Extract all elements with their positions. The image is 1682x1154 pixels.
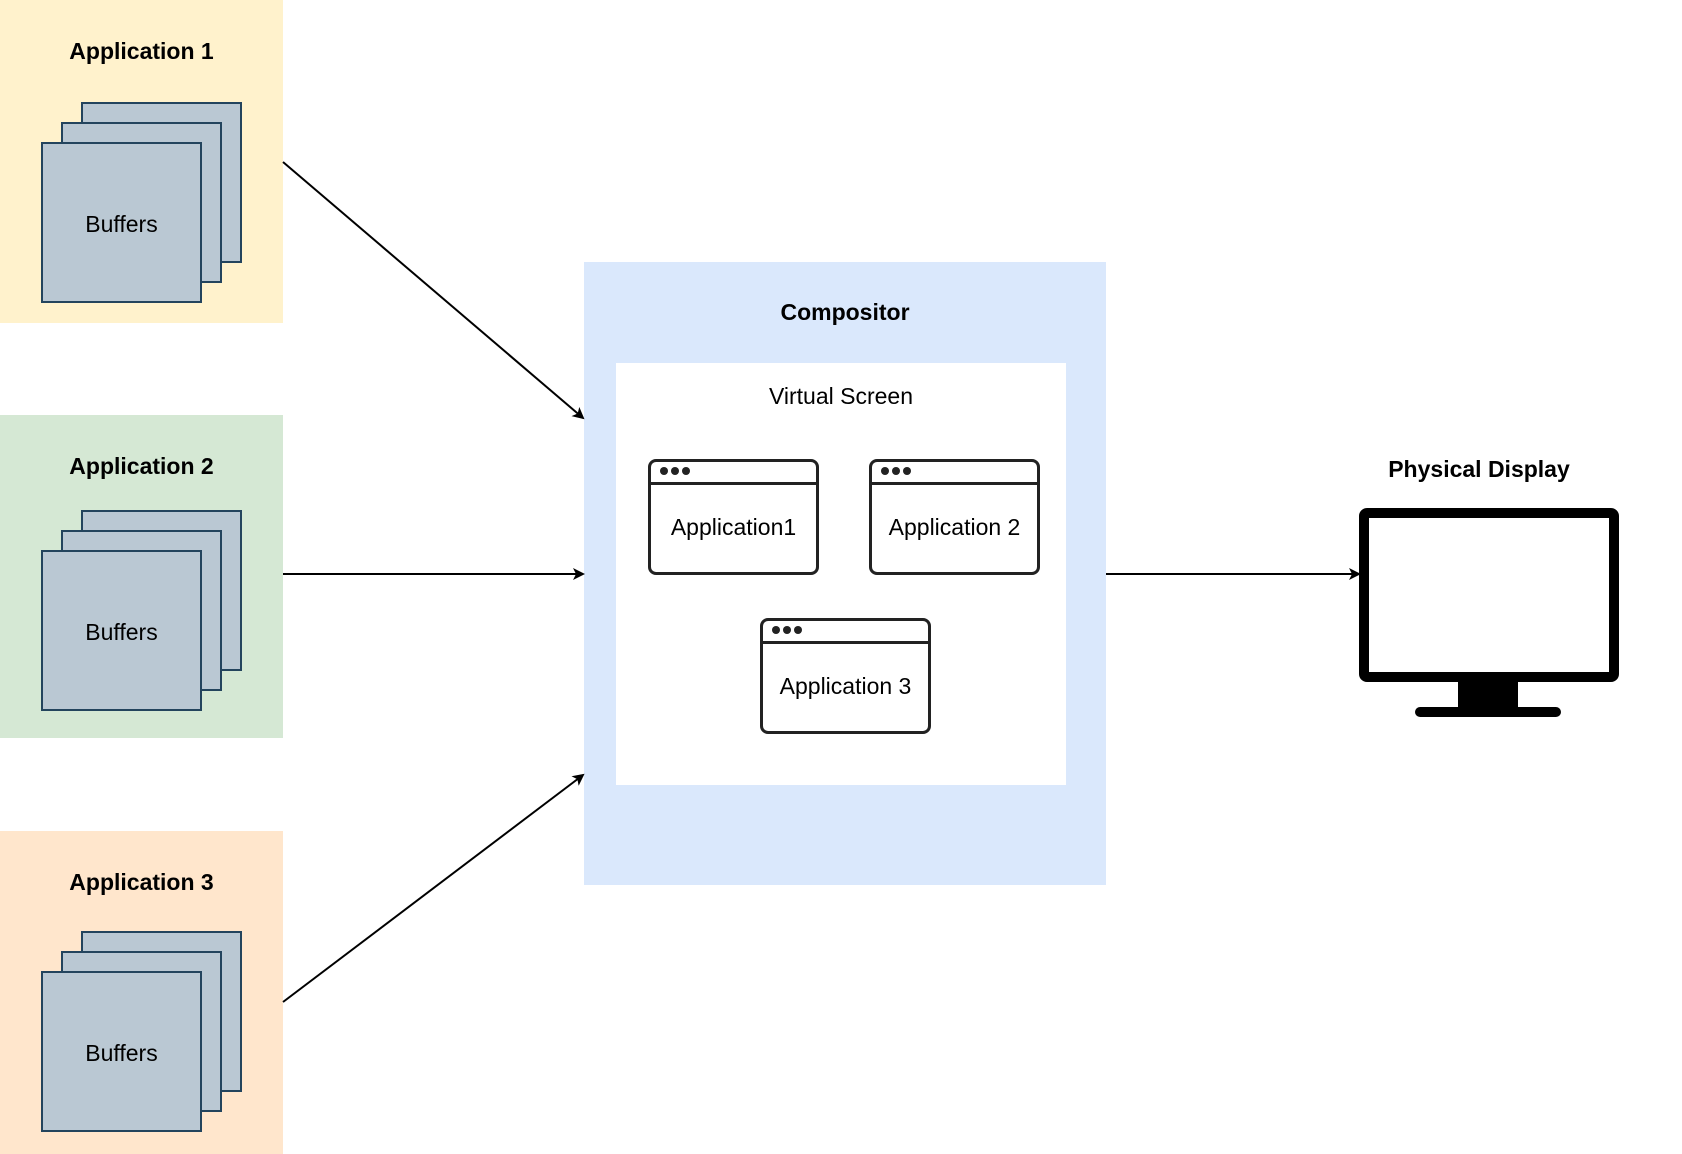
application-2-buffers-label: Buffers [85,619,158,645]
virtual-window-label: Application1 [670,514,797,540]
arrow-app3-to-compositor [282,773,585,1003]
virtual-screen: Virtual Screen Application1 Application … [616,363,1066,785]
monitor-icon [1359,508,1619,717]
application-1-title: Application 1 [69,38,214,64]
virtual-window-application-3: Application 3 [760,618,931,734]
compositor-title: Compositor [780,299,910,325]
physical-display-title: Physical Display [1388,456,1570,482]
application-3-title: Application 3 [69,869,214,895]
buffer-sheet-front [41,142,202,303]
buffer-sheet-front [41,971,202,1132]
compositor-box: Compositor Virtual Screen Application1 A… [584,262,1106,885]
arrow-app1-to-compositor [282,161,585,420]
virtual-window-application-1: Application1 [648,459,819,575]
browser-window-icon [772,626,802,634]
virtual-screen-title: Virtual Screen [768,383,914,409]
virtual-window-label: Application 2 [888,514,1021,540]
application-3-buffers-label: Buffers [85,1040,158,1066]
application-1-buffers-label: Buffers [85,211,158,237]
virtual-window-application-2: Application 2 [869,459,1040,575]
application-2-panel: Application 2 Buffers [0,415,283,738]
browser-window-icon [660,467,690,475]
virtual-window-label: Application 3 [779,673,912,699]
buffer-sheet-front [41,550,202,711]
application-1-panel: Application 1 Buffers [0,0,283,323]
application-2-title: Application 2 [69,453,214,479]
browser-window-icon [881,467,911,475]
application-3-panel: Application 3 Buffers [0,831,283,1154]
